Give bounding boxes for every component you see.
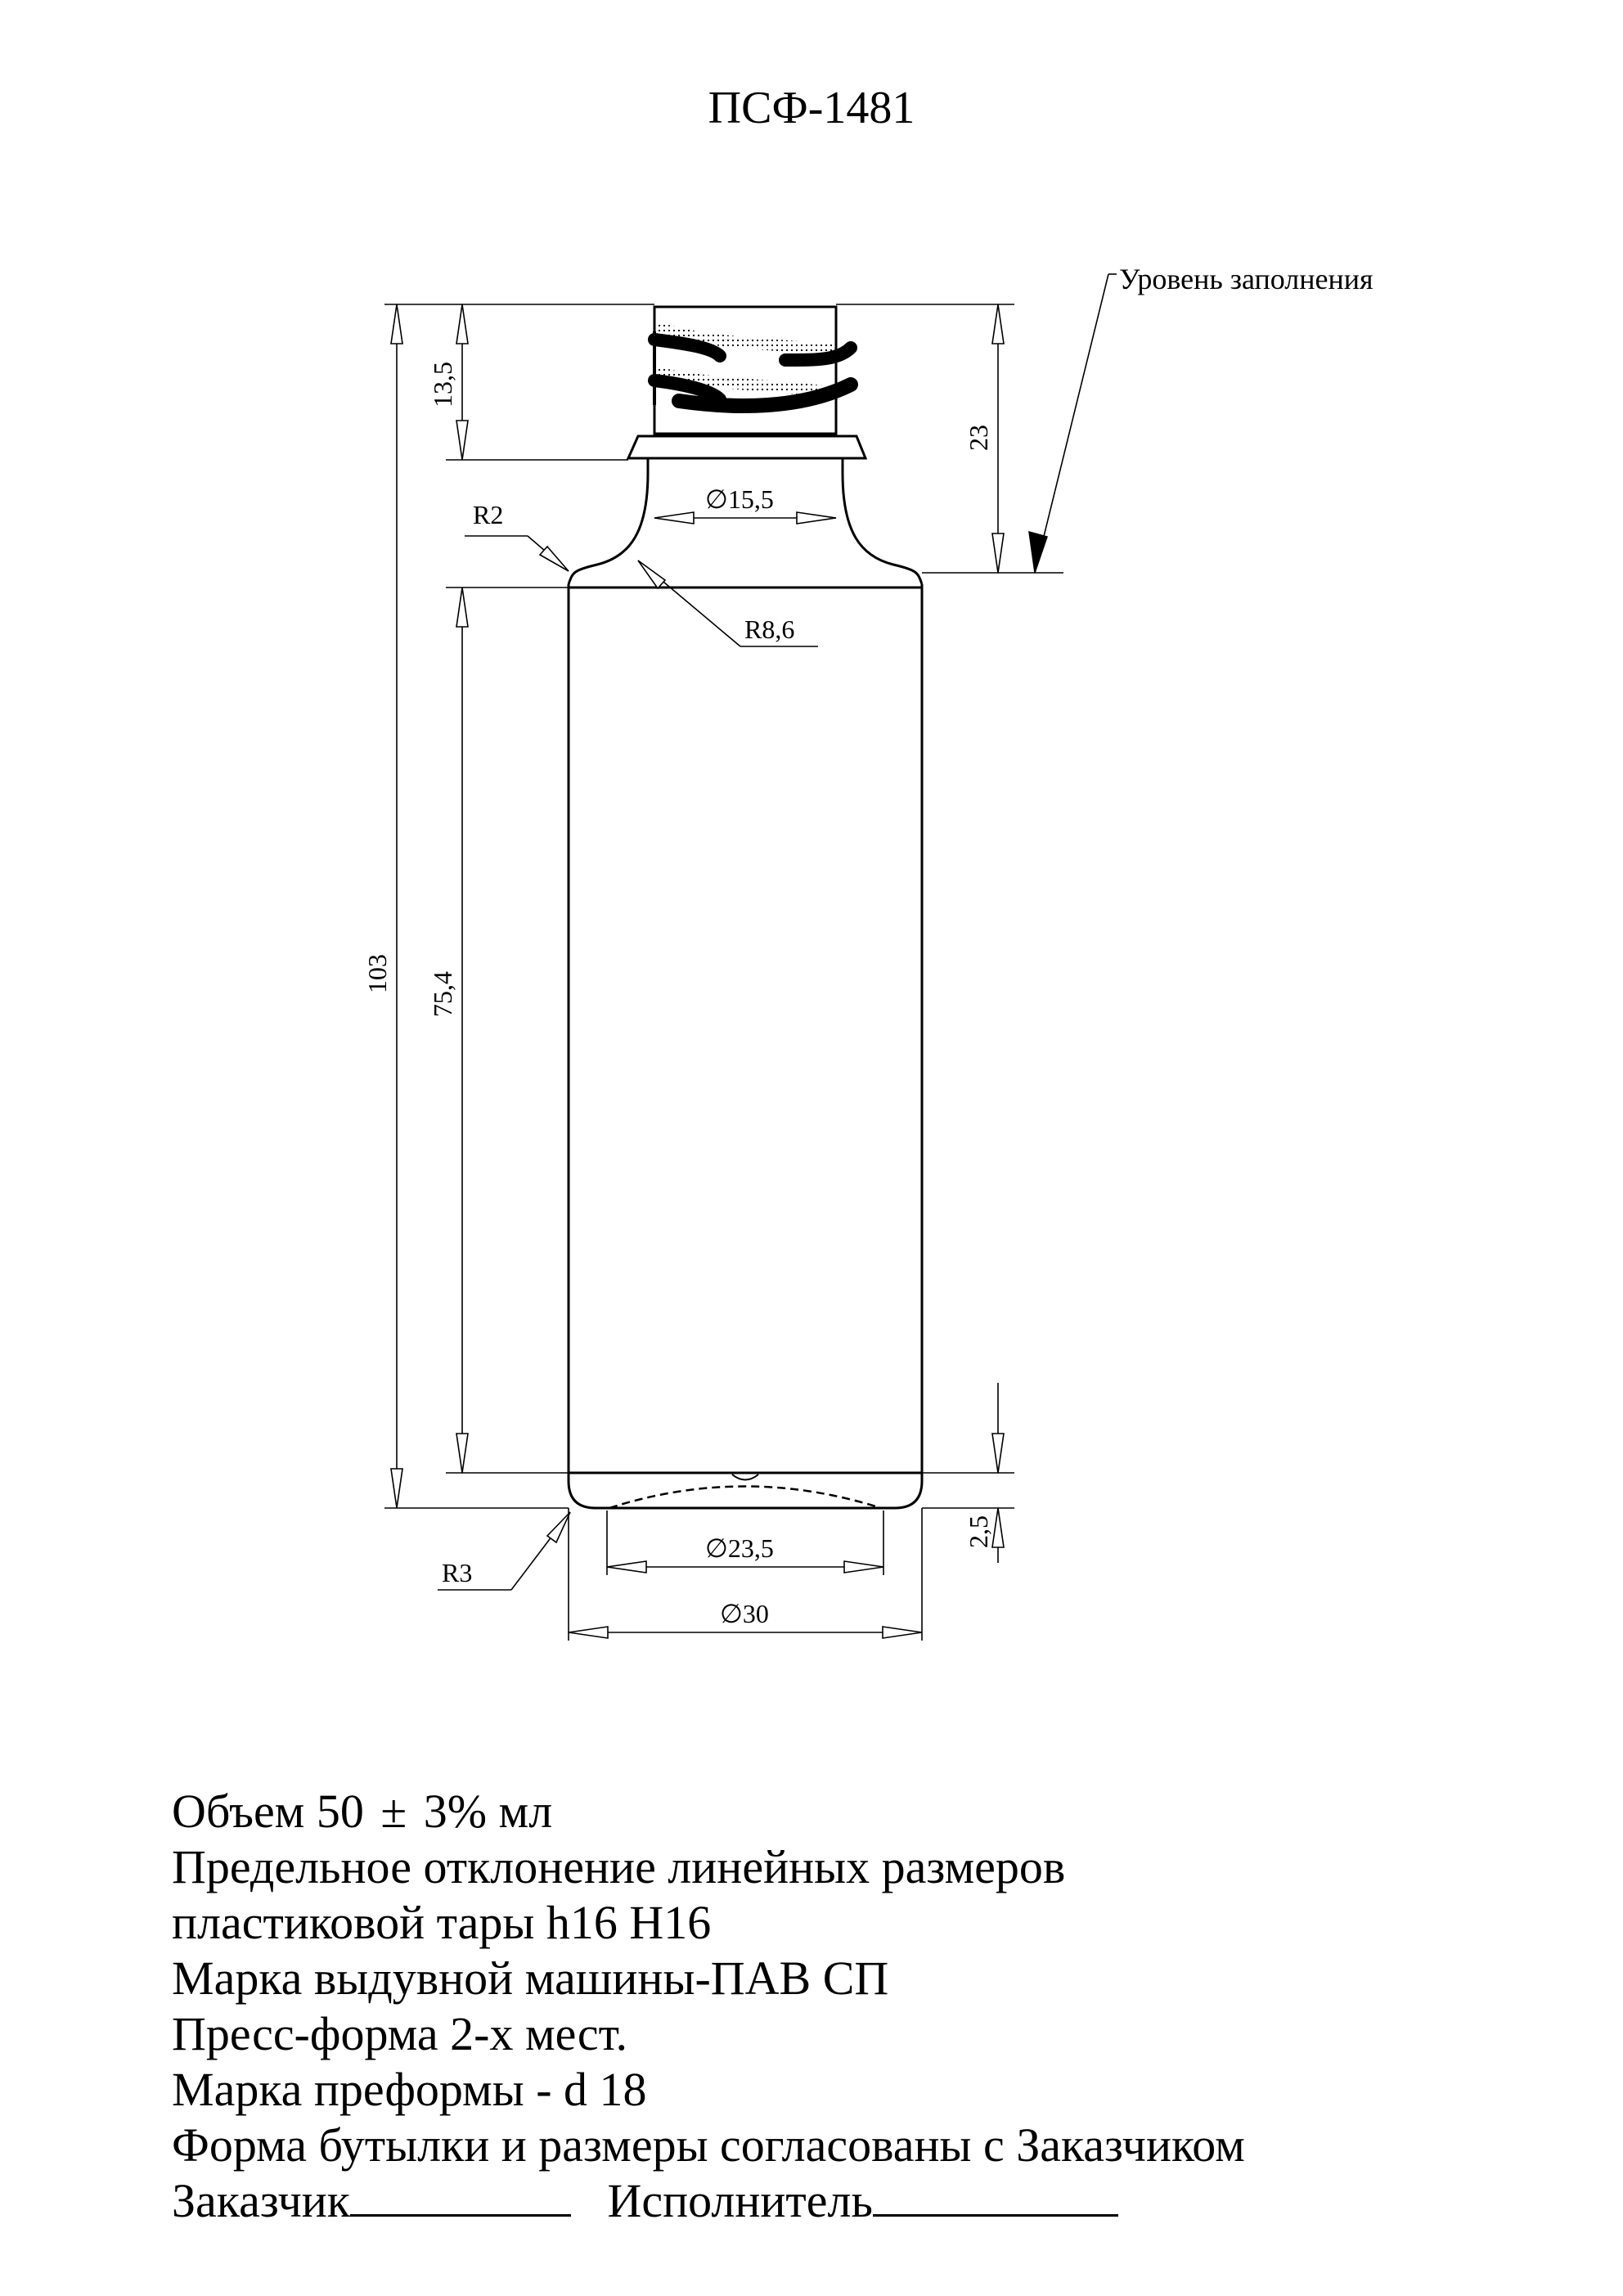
executor-label: Исполнитель bbox=[607, 2174, 873, 2227]
dim-total-height: 103 bbox=[362, 954, 392, 993]
signature-line: Заказчик Исполнитель bbox=[172, 2173, 1595, 2229]
note-preform: Марка преформы - d 18 bbox=[172, 2063, 647, 2116]
thread bbox=[648, 322, 858, 413]
customer-label: Заказчик bbox=[172, 2174, 350, 2227]
left-shoulder bbox=[567, 472, 650, 585]
dim-radius-r86: R8,6 bbox=[744, 615, 794, 644]
note-volume: Объем 50 ± 3% мл bbox=[172, 1785, 553, 1838]
executor-signature-field[interactable] bbox=[872, 2173, 1118, 2217]
dim-thread-height: 13,5 bbox=[428, 362, 457, 407]
dim-base-height: 2,5 bbox=[964, 1515, 993, 1548]
bottle-outline bbox=[567, 305, 924, 1510]
dim-bottom-diameter: ∅23,5 bbox=[705, 1533, 774, 1563]
bottom-dome bbox=[609, 1485, 882, 1510]
dimension-lines bbox=[384, 273, 1117, 1641]
note-tolerance-class: пластиковой тары h16 H16 bbox=[172, 1896, 712, 1949]
drawing-title: ПСФ-1481 bbox=[708, 83, 915, 133]
note-tolerance: Предельное отклонение линейных размеров bbox=[172, 1840, 1066, 1893]
dim-radius-r2: R2 bbox=[473, 500, 503, 529]
dim-neck-diameter: ∅15,5 bbox=[705, 484, 774, 514]
fill-level-label: Уровень заполнения bbox=[1119, 263, 1373, 295]
bottle-drawing: ∅15,5 ∅23,5 ∅30 103 75,4 13,5 23 2,5 R2 … bbox=[362, 263, 1373, 1641]
note-machine: Марка выдувной машины-ПАВ СП bbox=[172, 1952, 889, 2005]
dim-fill-height: 23 bbox=[964, 425, 993, 451]
dim-radius-r3: R3 bbox=[442, 1558, 472, 1587]
support-ring bbox=[626, 434, 868, 460]
dim-body-height: 75,4 bbox=[428, 971, 457, 1017]
customer-signature-field[interactable] bbox=[349, 2173, 571, 2217]
plus-minus-sign: ± bbox=[380, 1785, 407, 1838]
notes-block: Объем 50 ± 3% мл Предельное отклонение л… bbox=[172, 1784, 1595, 2229]
neck-finish bbox=[653, 305, 838, 435]
dim-body-diameter: ∅30 bbox=[720, 1599, 769, 1628]
note-mold: Пресс-форма 2-х мест. bbox=[172, 2007, 628, 2060]
right-shoulder bbox=[841, 472, 924, 585]
note-agreement: Форма бутылки и размеры согласованы с За… bbox=[172, 2118, 1245, 2172]
arrowheads bbox=[390, 304, 1005, 1639]
fill-level-arrow bbox=[1028, 530, 1048, 574]
bottle-bottom bbox=[567, 1480, 924, 1510]
